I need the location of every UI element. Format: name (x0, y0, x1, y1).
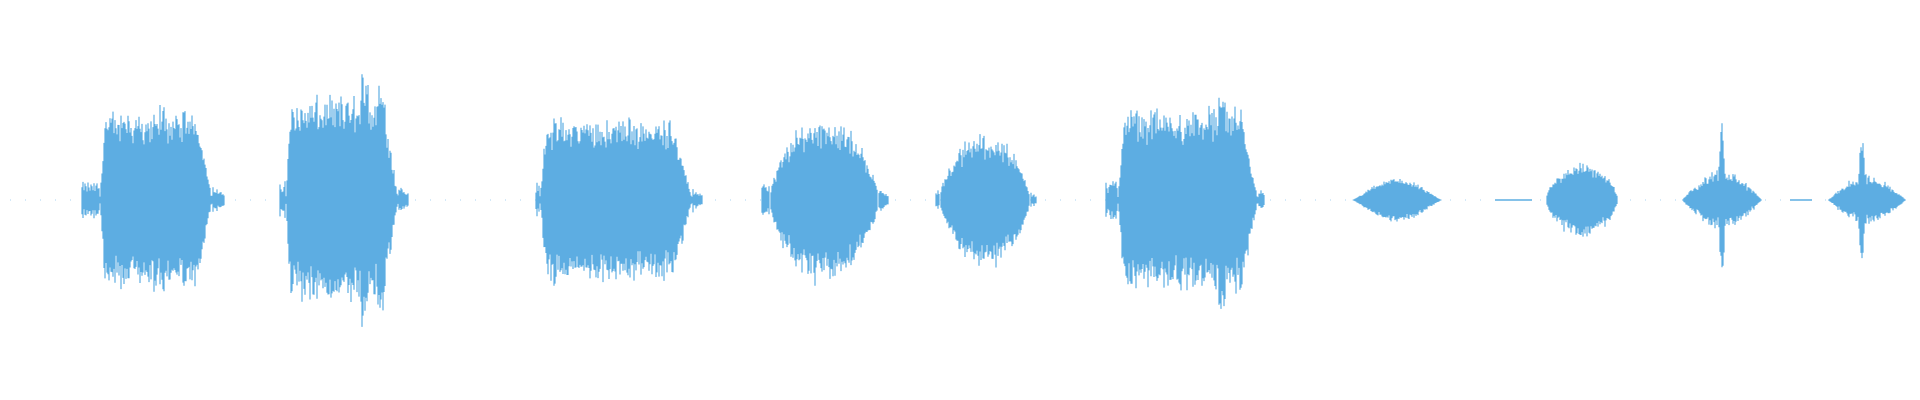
waveform-burst (761, 125, 889, 286)
waveform-burst-path (535, 117, 703, 286)
waveform-burst-path (1105, 97, 1265, 309)
waveform-burst-path (81, 105, 225, 292)
waveform-burst-path (1682, 123, 1762, 268)
waveform-burst (1105, 97, 1265, 309)
waveform-burst (81, 105, 225, 292)
waveform-burst (1352, 179, 1442, 222)
waveform-burst (1828, 143, 1906, 259)
waveform-burst (1682, 123, 1762, 268)
waveform-burst (935, 134, 1037, 268)
waveform-burst-path (1828, 143, 1906, 259)
waveform-burst (535, 117, 703, 286)
waveform-burst-path (1546, 162, 1618, 237)
waveform-burst-path (935, 134, 1037, 268)
waveform-burst-path (279, 74, 409, 327)
waveform-burst (1546, 162, 1618, 237)
waveform-burst-path (1352, 179, 1442, 222)
waveform-burst-path (761, 125, 889, 286)
waveform-burst (279, 74, 409, 327)
